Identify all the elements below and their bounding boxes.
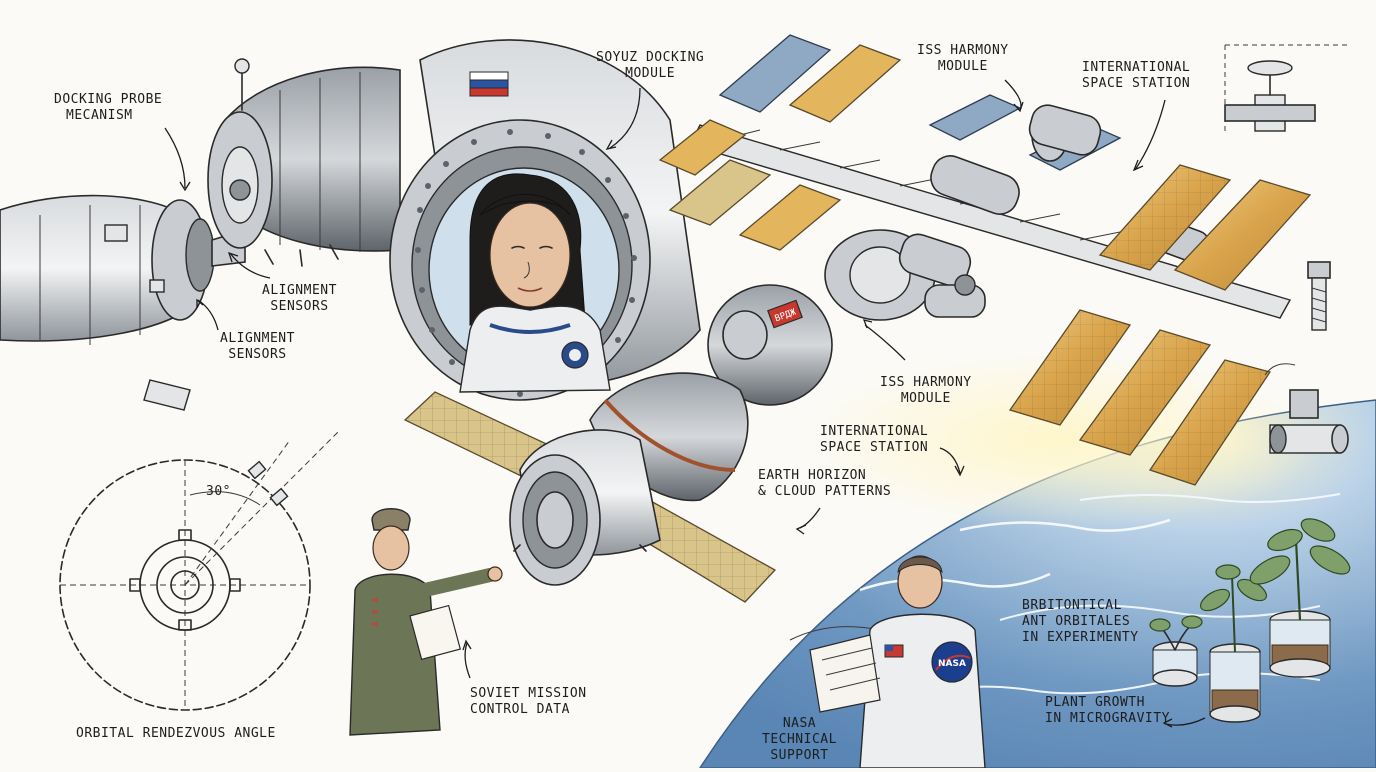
iss-structure: [658, 34, 1312, 486]
label-earth-horizon: EARTH HORIZON & CLOUD PATTERNS: [758, 468, 892, 499]
valve-sketch: [1224, 44, 1350, 135]
cosmonaut-portrait: [459, 173, 611, 393]
label-orbital-rendezvous-angle: ORBITAL RENDEZVOUS ANGLE: [76, 726, 276, 741]
bolt-sketch: [1307, 261, 1331, 331]
pipe-fitting-sketch: [1264, 363, 1349, 454]
nasa-patch-text: NASA: [938, 659, 966, 669]
soviet-officer-figure: [349, 508, 503, 736]
label-soviet-mission-control: SOVIET MISSION CONTROL DATA: [470, 686, 587, 717]
soyuz-spacecraft: ВРДЖ: [403, 284, 833, 603]
label-alignment-sensors-2: ALIGNMENT SENSORS: [220, 331, 295, 362]
label-nasa-technical-support: NASA TECHNICAL SUPPORT: [762, 716, 837, 763]
iss-solar-array-right: [1008, 164, 1312, 486]
label-iss-harmony-module-mid: ISS HARMONY MODULE: [880, 375, 972, 406]
nasa-technician-figure: NASA: [809, 555, 986, 769]
orbital-angle-diagram: [59, 429, 341, 711]
label-soyuz-docking-module: SOYUZ DOCKING MODULE: [596, 50, 705, 81]
label-angle-30: 30°: [206, 484, 231, 499]
label-international-space-station-top: INTERNATIONAL SPACE STATION: [1082, 60, 1191, 91]
label-docking-probe: DOCKING PROBE MECANISM: [54, 92, 163, 123]
leader-arrows: [164, 79, 1206, 728]
label-botanical-experiment: BRBITONTICAL ANT ORBITALES IN EXPERIMENT…: [1022, 598, 1139, 645]
soyuz-porthole: [389, 39, 701, 401]
label-alignment-sensors-1: ALIGNMENT SENSORS: [262, 283, 337, 314]
plant-experiment: [1149, 518, 1351, 723]
label-plant-growth: PLANT GROWTH IN MICROGRAVITY: [1045, 695, 1170, 726]
label-international-space-station-mid: INTERNATIONAL SPACE STATION: [820, 424, 929, 455]
docking-mechanism-drawing: [0, 58, 401, 411]
label-iss-harmony-module-top: ISS HARMONY MODULE: [917, 43, 1009, 74]
